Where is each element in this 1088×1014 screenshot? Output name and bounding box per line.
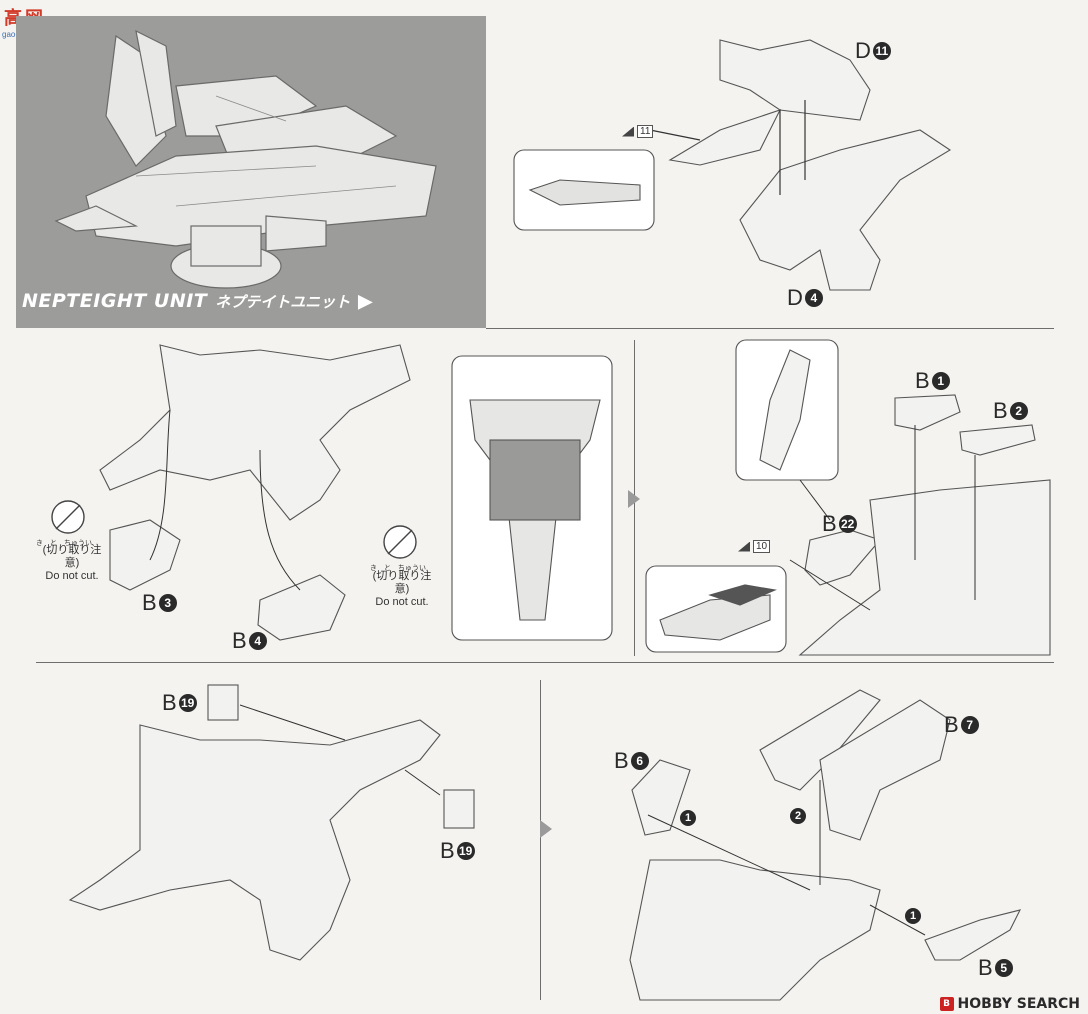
label-b5: B 5 [978,955,1013,981]
ruby-note-right: き と ちゅうい [370,565,426,572]
label-letter: B [232,628,247,653]
part-ref-number: 10 [753,540,771,553]
label-b1: B 1 [915,368,950,394]
label-b3: B 3 [142,590,177,616]
label-b2: B 2 [993,398,1028,424]
label-number: 6 [630,752,649,770]
label-letter: B [915,368,930,393]
label-number: 19 [456,842,475,860]
label-number: 4 [248,632,267,650]
label-number: 5 [994,959,1013,977]
do-not-cut-note-left: (切り取り注意) Do not cut. [36,544,108,583]
label-letter: B [162,690,177,715]
label-number: 7 [960,716,979,734]
label-number: 4 [804,289,823,307]
label-letter: B [993,398,1008,423]
hero-panel: NEPTEIGHT UNIT ネプテイトユニット ▶ [16,16,486,328]
label-d11: D 11 [855,38,891,64]
label-number: 2 [1009,402,1028,420]
part-ref-number: 11 [637,125,654,138]
part-ref-step3: 10 [738,540,771,553]
label-number: 11 [872,42,891,60]
note-jp: (切り取り注意) [42,544,102,569]
label-b19-top: B 19 [162,690,197,716]
unit-title-en: NEPTEIGHT UNIT [22,290,208,312]
note-en: Do not cut. [375,596,429,608]
label-letter: B [614,748,629,773]
next-step-arrow-1 [628,490,640,508]
do-not-cut-note-right: (切り取り注意) Do not cut. [366,570,438,609]
label-letter: D [855,38,871,63]
flag-icon [738,541,750,552]
label-b6: B 6 [614,748,649,774]
order-badge-3: 1 [905,908,921,924]
label-letter: B [978,955,993,980]
divider-row1 [486,328,1054,329]
flag-icon [622,126,634,137]
hero-illustration [54,29,437,289]
hobby-search-logo-icon: B [939,997,954,1011]
order-badge-2: 2 [790,808,806,824]
note-en: Do not cut. [45,570,99,582]
label-d4: D 4 [787,285,823,311]
label-letter: B [944,712,959,737]
label-b7: B 7 [944,712,979,738]
note-jp: (切り取り注意) [372,570,432,595]
label-number: 22 [838,515,857,533]
label-number: 3 [158,594,177,612]
label-letter: D [787,285,803,310]
label-letter: B [440,838,455,863]
watermark-bottom: B HOBBY SEARCH [939,996,1080,1012]
watermark-bottom-text: HOBBY SEARCH [957,996,1080,1012]
no-cut-icon-right [383,525,417,559]
label-number: 1 [931,372,950,390]
label-b4: B 4 [232,628,267,654]
unit-title-jp: ネプテイトユニット [215,293,351,311]
divider-col-bottom [540,680,541,1000]
no-cut-icon-left [51,500,85,534]
divider-row2 [36,662,1054,663]
next-step-arrow-2 [540,820,552,838]
label-number: 19 [178,694,197,712]
ruby-note-left: き と ちゅうい [36,540,92,547]
label-letter: B [822,511,837,536]
label-b22: B 22 [822,511,857,537]
chevron-right-icon: ▶ [358,290,373,311]
part-ref-step1: 11 [622,125,654,138]
unit-title: NEPTEIGHT UNIT ネプテイトユニット ▶ [22,286,382,316]
label-b19-bottom: B 19 [440,838,475,864]
order-badge-1: 1 [680,810,696,826]
label-letter: B [142,590,157,615]
